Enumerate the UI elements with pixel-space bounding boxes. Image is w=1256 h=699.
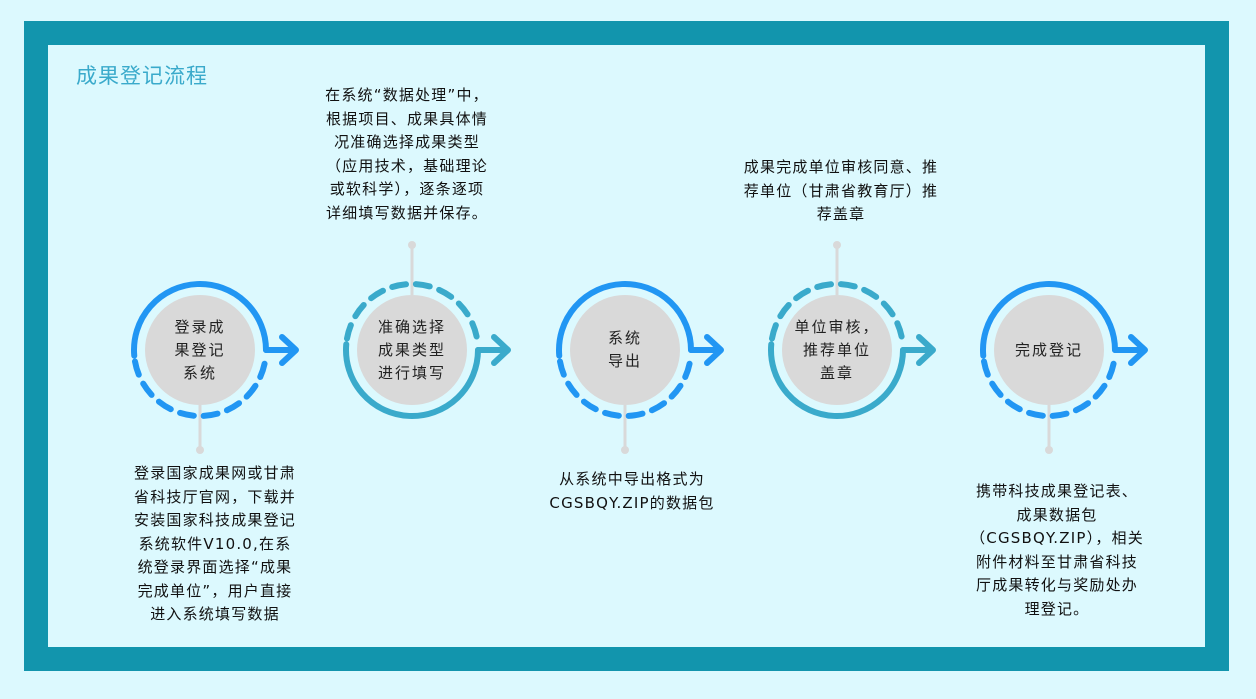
connector-dot bbox=[621, 446, 629, 454]
step-label-line: 完成登记 bbox=[1014, 340, 1083, 359]
description-line: 厅成果转化与奖励处办 bbox=[975, 576, 1139, 594]
ring-solid-arc bbox=[980, 281, 1118, 359]
description-line: 携带科技成果登记表、 bbox=[975, 482, 1139, 500]
connector-dot bbox=[1045, 446, 1053, 454]
ring-dashed-arc bbox=[344, 281, 480, 342]
description-line: 成果完成单位审核同意、推 bbox=[743, 158, 939, 176]
step-label: 准确选择成果类型进行填写 bbox=[357, 316, 467, 385]
step-label: 完成登记 bbox=[994, 339, 1104, 362]
step-label-line: 准确选择 bbox=[377, 317, 446, 336]
step-description: 从系统中导出格式为 CGSBQY.ZIP的数据包 bbox=[549, 468, 714, 515]
description-line: 安装国家科技成果登记 bbox=[133, 511, 297, 529]
step-node-circle bbox=[145, 295, 255, 405]
description-line: 省科技厅官网，下载并 bbox=[133, 487, 297, 506]
ring-dashed-arc bbox=[557, 358, 693, 419]
page-title: 成果登记流程 bbox=[76, 64, 208, 88]
description-line: 进入系统填写数据 bbox=[150, 605, 280, 623]
step-label: 登录成果登记系统 bbox=[145, 316, 255, 385]
step-description: 在系统“数据处理”中， 根据项目、成果具体情况准确选择成果类型 （应用技术，基础理论… bbox=[325, 84, 489, 225]
description-line: 况准确选择成果类型 bbox=[334, 133, 480, 151]
step-node-circle bbox=[994, 295, 1104, 405]
step-description: 登录国家成果网或甘肃省科技厅官网，下载并安装国家科技成果登记系统软件V10.0,… bbox=[134, 462, 296, 627]
ring-solid-arc bbox=[131, 281, 269, 359]
ring-solid-arc bbox=[768, 341, 906, 419]
connector-dot bbox=[833, 241, 841, 249]
description-line: 荐单位（甘肃省教育厅）推 bbox=[743, 181, 939, 200]
ring-dashed-arc bbox=[769, 281, 905, 342]
step-label-line: 单位审核， bbox=[794, 317, 880, 336]
description-line: 详细填写数据并保存。 bbox=[325, 203, 488, 222]
arrow-right-icon bbox=[1112, 334, 1148, 366]
description-line: 荐盖章 bbox=[816, 205, 866, 223]
step-label: 系统导出 bbox=[570, 327, 680, 373]
description-line: 完成单位”，用户直接 bbox=[137, 581, 293, 600]
step-label-line: 系统 bbox=[182, 363, 217, 382]
description-line: 根据项目、成果具体情 bbox=[325, 109, 488, 128]
ring-dashed-arc bbox=[132, 358, 268, 419]
step-label-line: 导出 bbox=[607, 352, 642, 370]
description-line: 从系统中导出格式为 bbox=[559, 470, 705, 488]
connector-dot bbox=[408, 241, 416, 249]
step-label-line: 进行填写 bbox=[377, 363, 446, 382]
connector-dot bbox=[196, 446, 204, 454]
description-line: 登录国家成果网或甘肃 bbox=[133, 464, 297, 482]
description-line: 理登记。 bbox=[1024, 599, 1090, 618]
description-line: 成果数据包 bbox=[1016, 505, 1098, 524]
description-line: 统登录界面选择“成果 bbox=[137, 558, 293, 576]
description-line: 在系统“数据处理”中， bbox=[325, 86, 489, 104]
arrow-right-icon bbox=[475, 334, 511, 366]
step-label: 单位审核， 推荐单位盖章 bbox=[782, 316, 892, 385]
step-label-line: 成果类型 bbox=[377, 340, 446, 359]
arrow-right-icon bbox=[263, 334, 299, 366]
description-line: （CGSBQY.ZIP），相关 bbox=[970, 529, 1144, 547]
step-node-circle bbox=[357, 295, 467, 405]
ring-solid-arc bbox=[343, 341, 481, 419]
description-line: 系统软件V10.0,在系 bbox=[138, 534, 292, 553]
step-node-circle bbox=[570, 295, 680, 405]
arrow-right-icon bbox=[688, 334, 724, 366]
description-line: 附件材料至甘肃省科技 bbox=[975, 552, 1139, 571]
step-label-line: 果登记 bbox=[174, 340, 226, 359]
description-line: 或软科学），逐条逐项 bbox=[329, 180, 485, 198]
ring-solid-arc bbox=[556, 281, 694, 359]
step-label-line: 推荐单位 bbox=[802, 340, 871, 359]
step-label-line: 盖章 bbox=[819, 363, 854, 382]
step-node-circle bbox=[782, 295, 892, 405]
description-line: （应用技术，基础理论 bbox=[325, 156, 488, 175]
step-description: 成果完成单位审核同意、推荐单位（甘肃省教育厅）推荐盖章 bbox=[744, 156, 938, 227]
step-label-line: 登录成 bbox=[174, 317, 226, 336]
ring-dashed-arc bbox=[981, 358, 1117, 419]
step-description: 携带科技成果登记表、成果数据包 （CGSBQY.ZIP），相关附件材料至甘肃省科技… bbox=[970, 480, 1144, 621]
step-label-line: 系统 bbox=[607, 329, 642, 347]
description-line: CGSBQY.ZIP的数据包 bbox=[549, 493, 715, 512]
arrow-right-icon bbox=[900, 334, 936, 366]
